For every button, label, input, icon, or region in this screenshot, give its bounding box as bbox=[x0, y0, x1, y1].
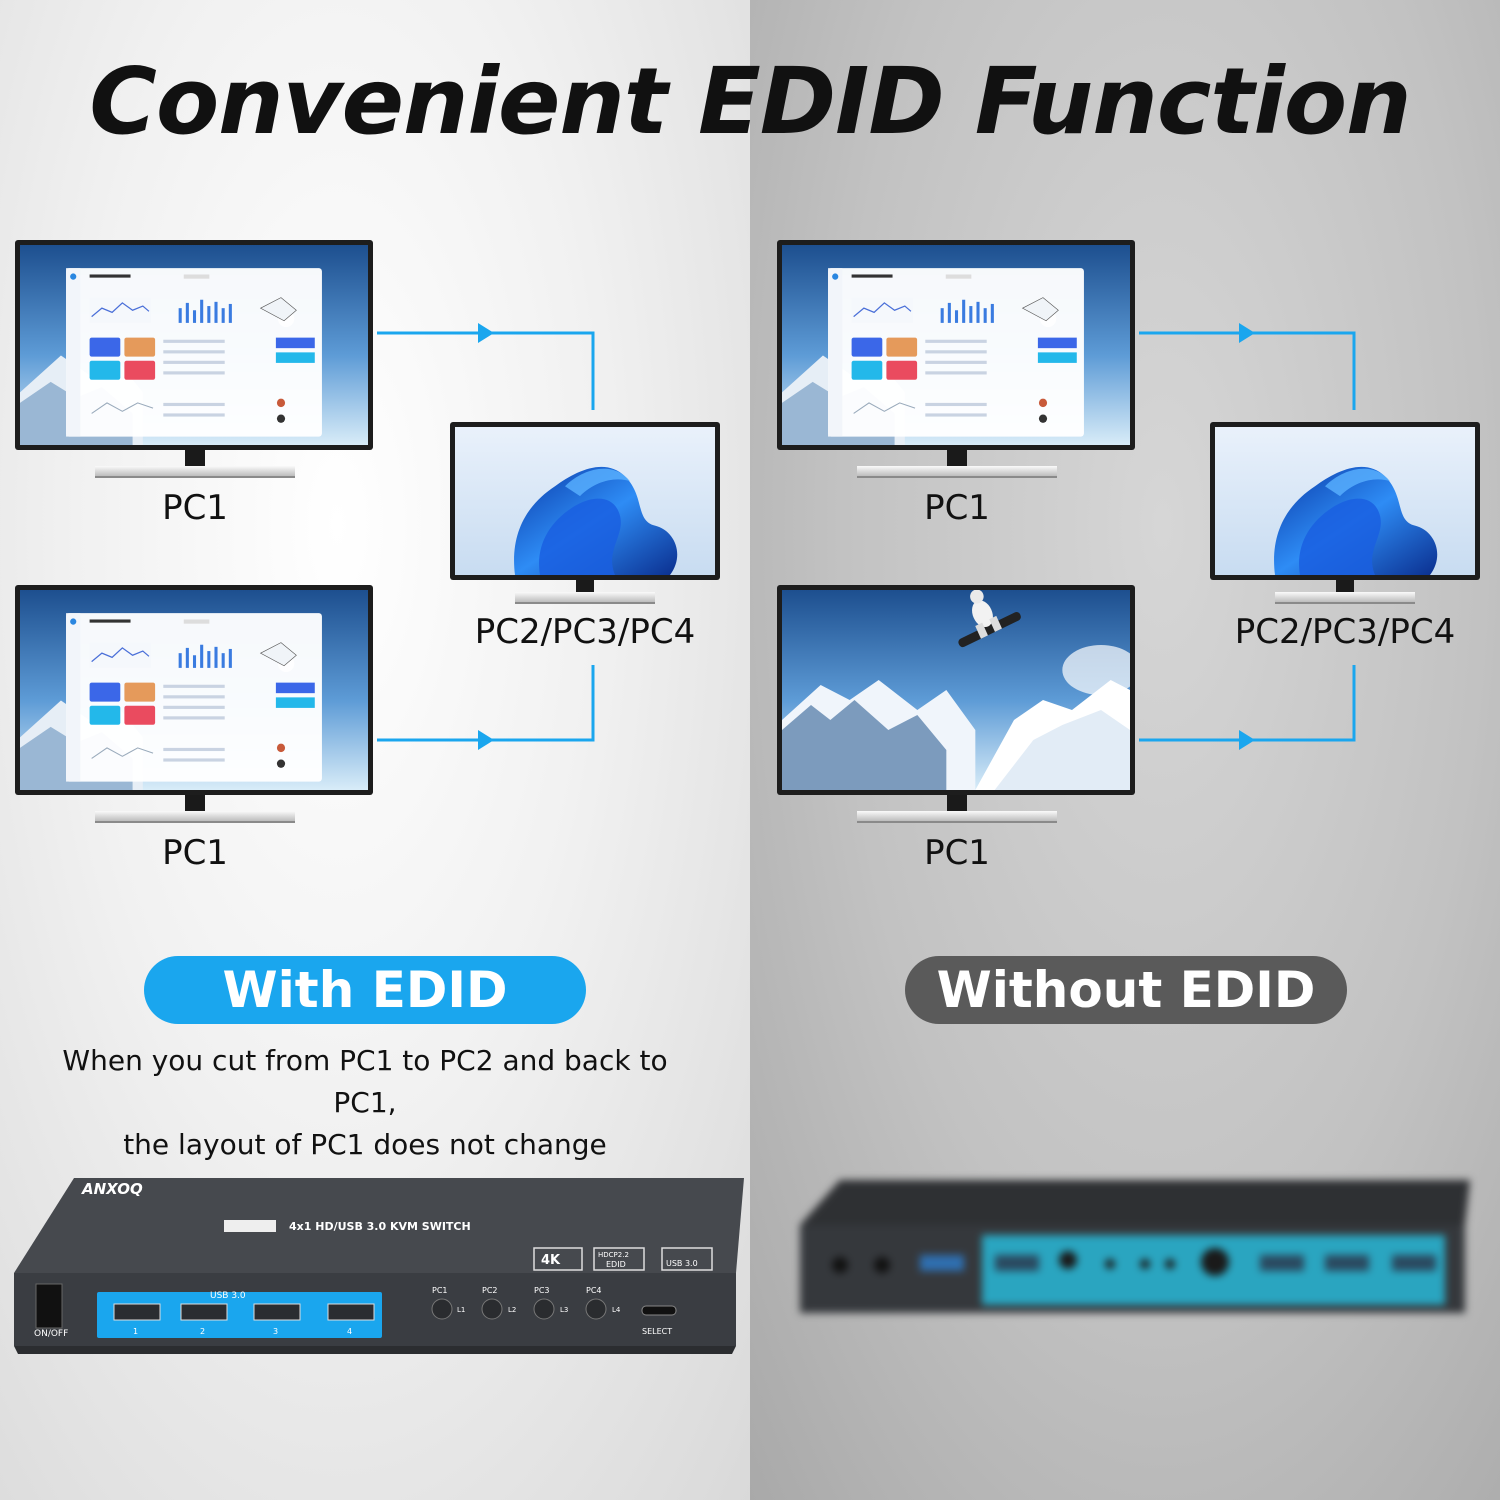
model-4x1-badge-bg bbox=[224, 1220, 276, 1232]
left-connection-arrows bbox=[377, 323, 595, 750]
right-connection-arrows bbox=[1139, 323, 1356, 750]
monitor-pc1-bottom-left bbox=[15, 585, 373, 825]
model-label: 4x1 HD/USB 3.0 KVM SWITCH bbox=[289, 1220, 471, 1233]
power-label: ON/OFF bbox=[34, 1329, 68, 1339]
usb-panel-label: USB 3.0 bbox=[210, 1291, 246, 1301]
label-pc1-bottom-right: PC1 bbox=[924, 833, 990, 873]
pc2-button[interactable] bbox=[481, 1298, 503, 1320]
label-pc2-left: PC2/PC3/PC4 bbox=[474, 612, 696, 652]
pc3-button[interactable] bbox=[533, 1298, 555, 1320]
monitor-pc1-bottom-right bbox=[777, 585, 1135, 825]
led-label-1: L1 bbox=[457, 1306, 465, 1314]
label-pc1-top-right: PC1 bbox=[924, 488, 990, 528]
usb-ports bbox=[113, 1303, 375, 1321]
with-edid-badge: With EDID bbox=[144, 956, 586, 1024]
usb-port-1[interactable] bbox=[113, 1303, 161, 1321]
led-label-3: L3 bbox=[560, 1306, 568, 1314]
pc1-button-label: PC1 bbox=[432, 1286, 448, 1295]
badge-usb-label: USB 3.0 bbox=[666, 1259, 698, 1268]
led-label-2: L2 bbox=[508, 1306, 516, 1314]
monitor-pc1-top-left bbox=[15, 240, 373, 480]
with-edid-caption: When you cut from PC1 to PC2 and back to… bbox=[30, 1040, 700, 1166]
monitor-pc2-right bbox=[1210, 422, 1480, 604]
badge-4k bbox=[533, 1247, 583, 1271]
pc1-button[interactable] bbox=[431, 1298, 453, 1320]
label-pc1-top-left: PC1 bbox=[162, 488, 228, 528]
pc3-button-label: PC3 bbox=[534, 1286, 550, 1295]
port-number-2: 2 bbox=[200, 1327, 205, 1336]
usb-c-port[interactable] bbox=[641, 1305, 677, 1316]
caption-line-2: the layout of PC1 does not change bbox=[123, 1128, 607, 1161]
kvm-switch-device: ANXOQ 4x1 HD/USB 3.0 KVM SWITCH 4K HDCP2… bbox=[14, 1178, 744, 1354]
port-number-3: 3 bbox=[273, 1327, 278, 1336]
badge-edid bbox=[593, 1247, 645, 1271]
usb-port-2[interactable] bbox=[180, 1303, 228, 1321]
badge-usb bbox=[661, 1247, 713, 1271]
power-switch[interactable] bbox=[35, 1283, 63, 1329]
label-pc1-bottom-left: PC1 bbox=[162, 833, 228, 873]
pc2-button-label: PC2 bbox=[482, 1286, 498, 1295]
led-label-4: L4 bbox=[612, 1306, 621, 1314]
badge-4k-label: 4K bbox=[541, 1253, 561, 1268]
badge-edid-bottom: EDID bbox=[606, 1260, 626, 1269]
port-number-1: 1 bbox=[133, 1327, 138, 1336]
port-number-4: 4 bbox=[347, 1327, 352, 1336]
select-label: SELECT bbox=[642, 1327, 672, 1336]
monitor-pc2-left bbox=[450, 422, 720, 604]
pc4-button[interactable] bbox=[585, 1298, 607, 1320]
usb-port-3[interactable] bbox=[253, 1303, 301, 1321]
usb-port-4[interactable] bbox=[327, 1303, 375, 1321]
generic-kvm-device-blurred bbox=[800, 1180, 1470, 1313]
label-pc2-right: PC2/PC3/PC4 bbox=[1234, 612, 1456, 652]
brand-logo: ANXOQ bbox=[81, 1180, 143, 1198]
page-title: Convenient EDID Function bbox=[89, 48, 1411, 155]
badge-edid-top: HDCP2.2 bbox=[598, 1251, 629, 1259]
monitor-pc1-top-right bbox=[777, 240, 1135, 480]
pc4-button-label: PC4 bbox=[586, 1286, 602, 1295]
without-edid-badge: Without EDID bbox=[905, 956, 1347, 1024]
caption-line-1: When you cut from PC1 to PC2 and back to… bbox=[62, 1044, 668, 1119]
usb-port-panel bbox=[97, 1292, 382, 1338]
